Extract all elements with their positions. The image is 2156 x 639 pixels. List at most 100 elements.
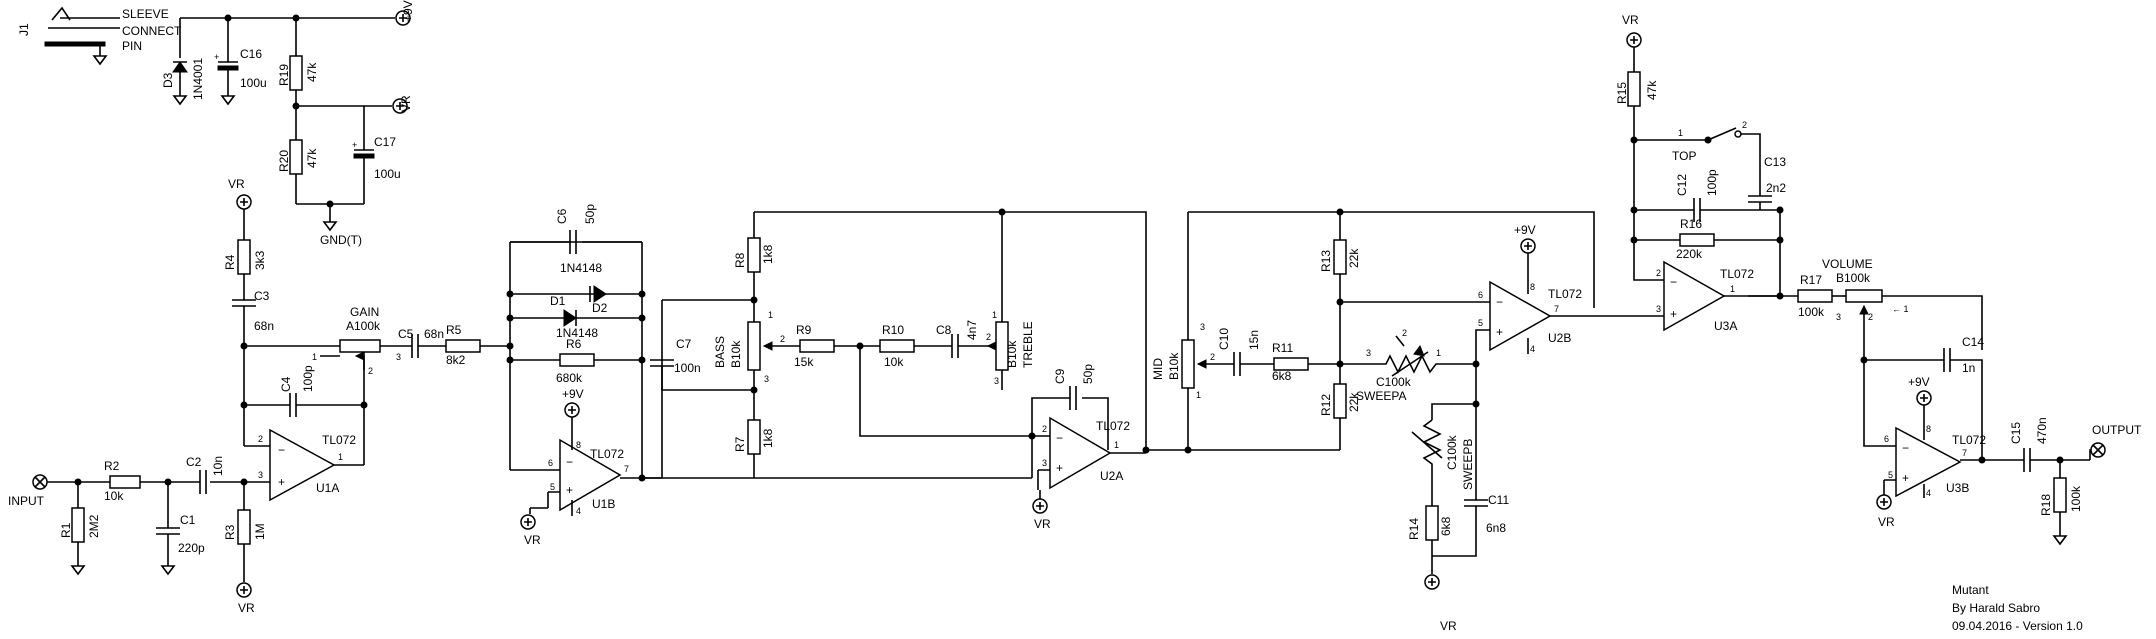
clipping-section: C6 50p 1N4148 D2 D1 1N4148 R6 680k +9V V… — [506, 204, 662, 547]
junction-dot — [1776, 236, 1784, 244]
u2b-pins — [1527, 253, 1594, 354]
u1b-pins — [529, 417, 573, 514]
junction-dot — [326, 200, 334, 208]
d3-bar — [173, 61, 187, 96]
u1b-type: TL072 — [590, 447, 624, 461]
u2a-feedback-wire — [859, 346, 1109, 478]
jack-sleeve-bar — [44, 41, 106, 47]
r15-value: 47k — [1645, 80, 1659, 100]
sweepb-potentiometer — [1411, 419, 1443, 506]
ground-symbol — [172, 95, 188, 106]
tone-input-wire — [642, 360, 1032, 479]
mid-pin1: 1 — [1196, 390, 1201, 400]
u3b-pin5: 5 — [1888, 470, 1893, 480]
c17-ref: C17 — [374, 135, 396, 149]
r19-ref: R19 — [277, 64, 291, 86]
r6-ref: R6 — [566, 337, 582, 351]
u1b-plus: + — [566, 483, 573, 497]
c16-ref: C16 — [240, 47, 262, 61]
u1a-ref: U1A — [316, 481, 339, 495]
r19-resistor — [289, 55, 303, 91]
terminal-cross — [240, 198, 248, 206]
r7-resistor — [747, 419, 761, 455]
junction-dot — [1472, 360, 1480, 368]
power-supply-section: J1 SLEEVE CONNECT PIN +9V D3 1N4001 C16 … — [17, 0, 415, 247]
u3a-feedback-wire — [1633, 140, 1781, 297]
junction-dot — [1630, 206, 1638, 214]
volume-potentiometer — [1845, 289, 1883, 303]
c2-symbol — [199, 470, 207, 494]
u2a-pin1: 1 — [1114, 440, 1119, 450]
junction-dot — [1776, 292, 1784, 300]
treble-pin1: 1 — [992, 310, 997, 320]
r8-value: 1k8 — [761, 244, 775, 264]
r3-vr-label: VR — [238, 601, 255, 615]
r20-value: 47k — [305, 148, 319, 168]
c10-wire — [1233, 352, 1376, 376]
volume-pin2: 2 — [1868, 312, 1873, 322]
c15-ref: C15 — [2009, 422, 2023, 444]
treble-pin3: 3 — [994, 376, 999, 386]
u1a-opamp — [269, 428, 336, 502]
terminal-cross — [568, 406, 576, 414]
r13-value: 22k — [1347, 248, 1361, 268]
c11-ref: C11 — [1488, 493, 1509, 507]
junction-dot — [998, 208, 1006, 216]
u3b-9v-label: +9V — [1908, 375, 1930, 389]
c7-ref: C7 — [676, 337, 692, 351]
ground-symbol — [160, 565, 176, 576]
treble-pin2: 2 — [986, 332, 991, 342]
u3a-pin2: 2 — [1656, 268, 1661, 278]
vr-node-wire — [296, 105, 392, 222]
c1-ref: C1 — [180, 513, 196, 527]
junction-dot — [240, 342, 248, 350]
switch-contact — [1704, 136, 1712, 144]
u3a-vr-label: VR — [1622, 13, 1639, 27]
c3-ref: C3 — [254, 289, 270, 303]
c10-ref: C10 — [1217, 328, 1231, 350]
u2b-pin7: 7 — [1554, 304, 1559, 314]
terminal-cross — [1630, 36, 1638, 44]
c16-value: 100u — [240, 76, 267, 90]
junction-dot — [506, 342, 514, 350]
r17-ref: R17 — [1800, 273, 1822, 287]
junction-dot — [1142, 446, 1150, 454]
output-section: VR R15 47k 1 2 TOP C12 100p C13 2n2 R16 … — [1594, 13, 2142, 546]
mid-potentiometer — [1181, 339, 1195, 389]
r18-value: 100k — [2069, 485, 2083, 512]
c8-symbol — [951, 334, 959, 358]
r9-ref: R9 — [796, 323, 812, 337]
u1a-plus: + — [278, 475, 285, 489]
c6-value: 50p — [583, 204, 597, 224]
r12-resistor — [1333, 383, 1347, 419]
c6-symbol — [569, 230, 577, 254]
r1-ref: R1 — [59, 522, 73, 538]
jack-symbol — [48, 6, 120, 56]
treble-name: TREBLE — [1021, 321, 1035, 368]
u1a-minus: − — [278, 443, 285, 457]
terminal-cross — [1428, 578, 1436, 586]
r20-resistor — [289, 139, 303, 175]
sweepa-wiper-arrow — [1413, 344, 1425, 357]
c13-ref: C13 — [1764, 155, 1786, 169]
u1a-feedback-wire — [243, 345, 365, 465]
d1-label: D1 — [550, 294, 566, 308]
ground-symbol — [92, 55, 108, 66]
d3-ref: D3 — [161, 72, 175, 88]
u3a-minus: − — [1670, 275, 1677, 289]
r6-resistor — [559, 353, 595, 367]
terminal-cross — [1880, 498, 1888, 506]
u3b-pin7: 7 — [1962, 448, 1967, 458]
u3b-pin4: 4 — [1926, 488, 1931, 498]
terminal-cross — [396, 102, 404, 110]
terminal-cross — [399, 14, 407, 22]
ground-symbol — [70, 565, 86, 576]
c16-plate — [217, 65, 239, 71]
c4-symbol — [289, 393, 297, 417]
u3a-plus: + — [1670, 307, 1677, 321]
u3b-plus: + — [1902, 471, 1909, 485]
sweepa-name: SWEEPA — [1356, 389, 1406, 403]
r2-resistor — [109, 475, 141, 489]
r13-resistor — [1333, 239, 1347, 275]
bass-pin1: 1 — [768, 310, 773, 320]
